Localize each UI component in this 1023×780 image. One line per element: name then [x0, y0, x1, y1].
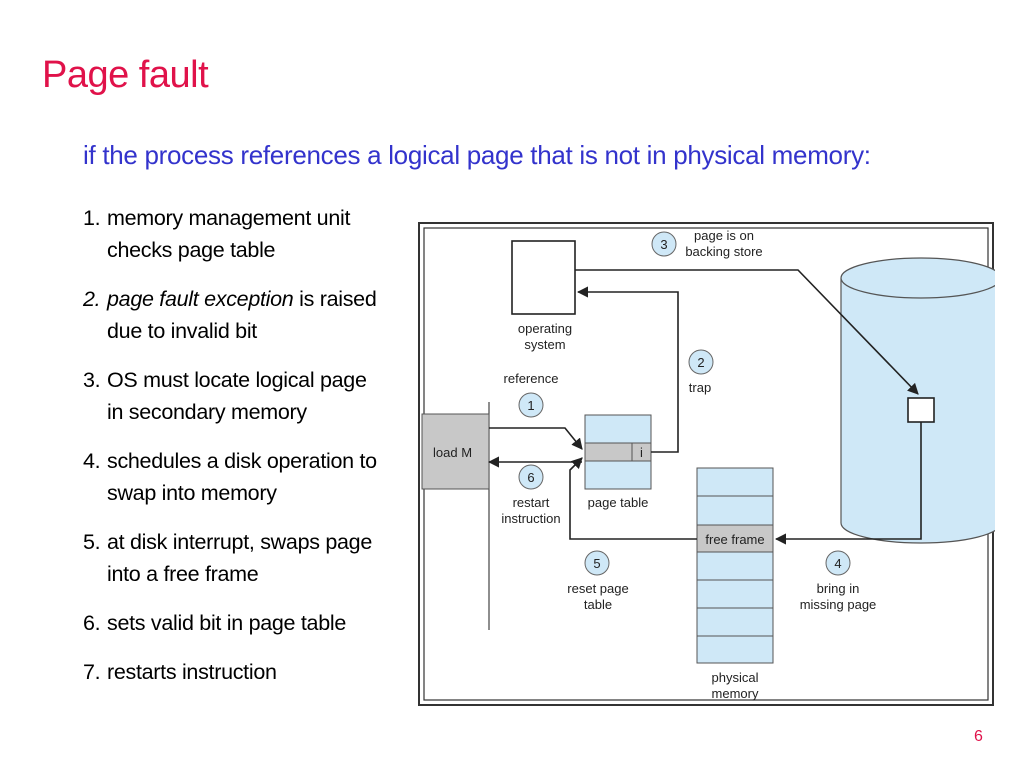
step-item-5: 5. at disk interrupt, swaps page into a … — [83, 526, 413, 590]
step-marker-4: 4 — [825, 550, 851, 576]
reset-page-table-label-line1: reset page — [567, 581, 628, 596]
step-emphasis: page fault exception — [107, 287, 294, 311]
free-frame-slot — [696, 524, 774, 553]
trap-arrow — [576, 286, 679, 453]
step-number: 6. — [83, 611, 101, 635]
step-text-line1: is raised — [293, 287, 377, 311]
step-item-1: 1. memory management unit checks page ta… — [83, 202, 413, 266]
step-text-line1: memory management unit — [107, 206, 351, 230]
step-text-line2: swap into memory — [107, 481, 277, 505]
reference-arrow — [489, 427, 583, 450]
step-text-line1: sets valid bit in page table — [107, 611, 347, 635]
restart-label-line1: restart — [513, 495, 550, 510]
step-text-line1: schedules a disk operation to — [107, 449, 377, 473]
reset-page-table-label-line2: table — [584, 597, 612, 612]
step-item-4: 4. schedules a disk operation to swap in… — [83, 445, 413, 509]
restart-label-line2: instruction — [501, 511, 560, 526]
step-marker-2: 2 — [688, 349, 714, 375]
step-item-7: 7. restarts instruction — [83, 656, 413, 688]
step-marker-label: 6 — [527, 470, 534, 485]
step-number: 3. — [83, 368, 101, 392]
step-number: 5. — [83, 530, 101, 554]
operating-system-label-line2: system — [524, 337, 565, 352]
reference-label: reference — [504, 371, 559, 386]
step-marker-5: 5 — [584, 550, 610, 576]
load-instruction-box — [421, 413, 490, 490]
reset-page-table-arrow — [569, 457, 697, 540]
step-text-line2: into a free frame — [107, 562, 259, 586]
page-number: 6 — [974, 728, 983, 745]
bring-in-page-arrow — [774, 422, 922, 545]
physical-memory-box — [696, 467, 774, 664]
step-item-6: 6. sets valid bit in page table — [83, 607, 413, 639]
backing-store-label-line1: page is on — [694, 228, 754, 243]
step-marker-label: 4 — [834, 556, 841, 571]
step-list: 1. memory management unit checks page ta… — [83, 202, 413, 705]
step-marker-label: 3 — [660, 237, 667, 252]
step-text-line1: restarts instruction — [107, 660, 277, 684]
step-marker-3: 3 — [651, 231, 677, 257]
step-number: 7. — [83, 660, 101, 684]
step-marker-label: 2 — [697, 355, 704, 370]
trap-label: trap — [689, 380, 711, 395]
operating-system-label-line1: operating — [518, 321, 572, 336]
missing-page-block — [907, 397, 935, 423]
slide-subtitle: if the process references a logical page… — [83, 140, 871, 170]
operating-system-box — [511, 240, 576, 315]
step-text-line2: in secondary memory — [107, 400, 307, 424]
step-text-line2: checks page table — [107, 238, 276, 262]
step-text-line1: OS must locate logical page — [107, 368, 367, 392]
step-text-line2: due to invalid bit — [107, 319, 257, 343]
page-fault-diagram: load M operating system i page table fre… — [418, 222, 995, 706]
step-number: 4. — [83, 449, 101, 473]
step-text-line1: at disk interrupt, swaps page — [107, 530, 372, 554]
physical-memory-label-line1: physical — [712, 670, 759, 685]
step-marker-6: 6 — [518, 464, 544, 490]
invalid-bit-label: i — [640, 445, 643, 460]
step-number: 2. — [83, 287, 101, 311]
backing-store-arrow — [575, 269, 919, 395]
free-frame-label: free frame — [705, 532, 764, 547]
step-item-2: 2. page fault exception is raised due to… — [83, 283, 413, 347]
page-table-label: page table — [588, 495, 649, 510]
physical-memory-frame-dividers — [697, 495, 773, 637]
step-number: 1. — [83, 206, 101, 230]
step-marker-label: 5 — [593, 556, 600, 571]
bring-in-label-line1: bring in — [817, 581, 860, 596]
step-item-3: 3. OS must locate logical page in second… — [83, 364, 413, 428]
load-instruction-label: load M — [433, 445, 472, 460]
backing-store-label-line2: backing store — [685, 244, 762, 259]
slide-title: Page fault — [42, 54, 209, 96]
step-marker-1: 1 — [518, 392, 544, 418]
physical-memory-label-line2: memory — [712, 686, 759, 701]
step-marker-label: 1 — [527, 398, 534, 413]
bring-in-label-line2: missing page — [800, 597, 877, 612]
